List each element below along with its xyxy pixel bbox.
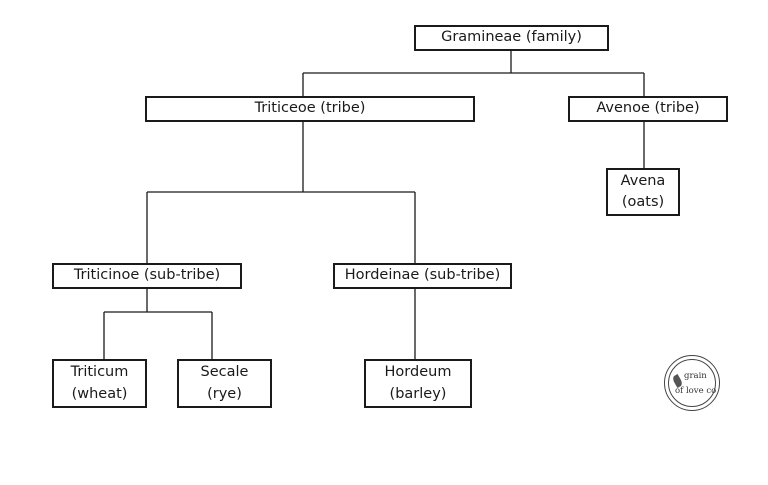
node-hordeum-name: Hordeum — [384, 364, 452, 381]
node-triticeoe: Triticeoe (tribe) — [145, 96, 475, 122]
node-hordeinae-label: Hordeinae (sub-tribe) — [344, 267, 501, 284]
logo-text-line1: grain — [684, 371, 707, 381]
node-gramineae: Gramineae (family) — [414, 25, 609, 51]
node-avena-common: (oats) — [621, 194, 665, 210]
node-hordeum-common: (barley) — [389, 385, 447, 402]
node-hordeinae: Hordeinae (sub-tribe) — [333, 263, 512, 289]
logo-inner-ring — [668, 359, 716, 407]
node-avenoe-label: Avenoe (tribe) — [596, 100, 700, 117]
node-triticum: Triticum (wheat) — [52, 359, 147, 408]
node-secale-common: (rye) — [207, 385, 242, 402]
node-avenoe: Avenoe (tribe) — [568, 96, 728, 122]
node-triticinoe-label: Triticinoe (sub-tribe) — [73, 267, 221, 284]
node-secale-name: Secale — [200, 364, 249, 381]
node-gramineae-label: Gramineae (family) — [441, 29, 582, 46]
node-hordeum: Hordeum (barley) — [364, 359, 472, 408]
node-triticum-name: Triticum — [70, 364, 129, 381]
node-secale: Secale (rye) — [177, 359, 272, 408]
grain-of-love-logo: grain of love co — [664, 355, 720, 411]
node-avena-name: Avena — [620, 172, 666, 189]
node-triticum-common: (wheat) — [71, 385, 128, 402]
node-avena: Avena (oats) — [606, 168, 680, 216]
node-triticinoe: Triticinoe (sub-tribe) — [52, 263, 242, 289]
logo-text-line2: of love co — [675, 386, 717, 396]
node-triticeoe-label: Triticeoe (tribe) — [254, 100, 366, 117]
